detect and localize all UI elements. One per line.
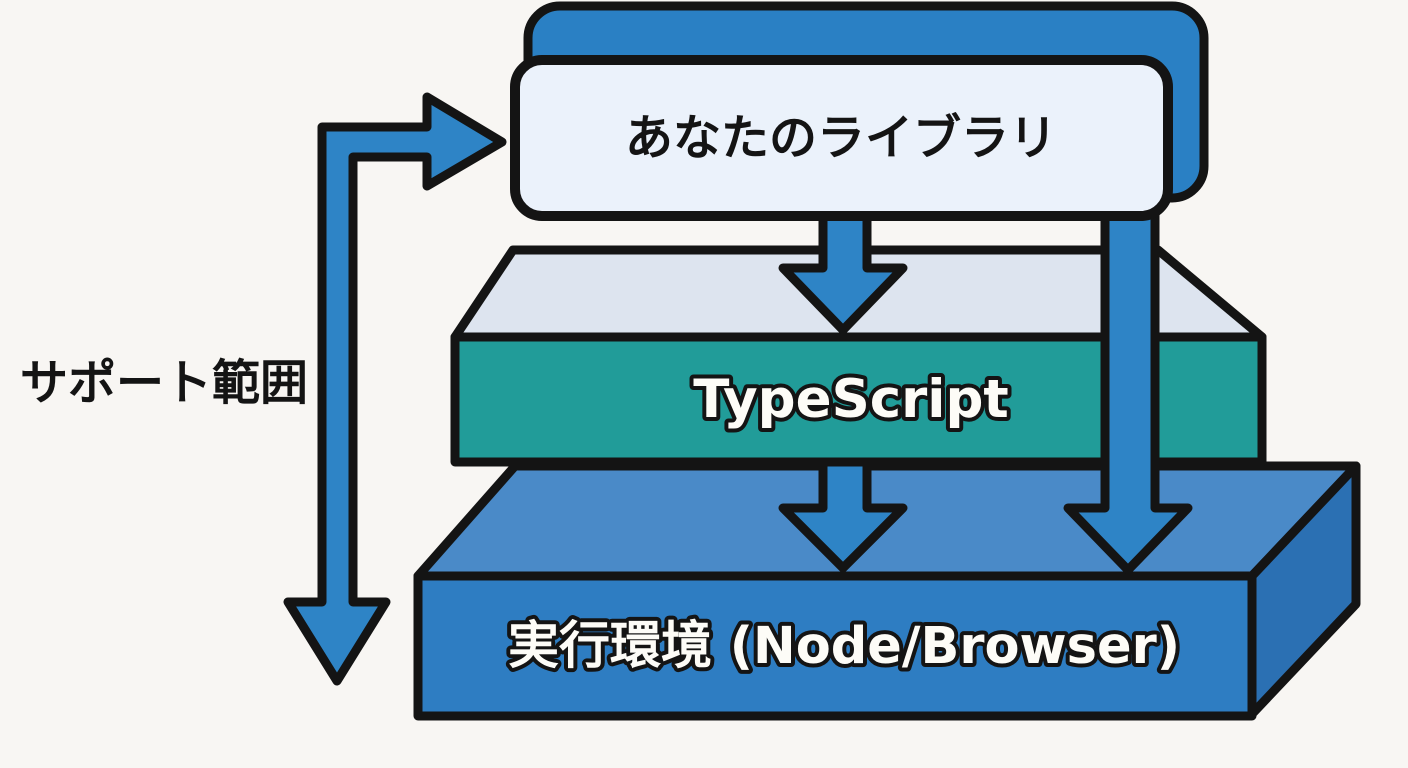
support-range-label: サポート範囲 [20,355,308,411]
runtime-front-face [413,571,1257,721]
library-to-runtime-arrow [1063,205,1193,575]
library-box: あなたのライブラリ [510,1,1209,221]
typescript-label: TypeScript [693,369,1008,430]
support-range-arrow [283,92,507,686]
library-front-face [510,55,1173,221]
runtime-label: 実行環境 (Node/Browser) [508,617,1180,676]
library-label: あなたのライブラリ [625,110,1057,166]
